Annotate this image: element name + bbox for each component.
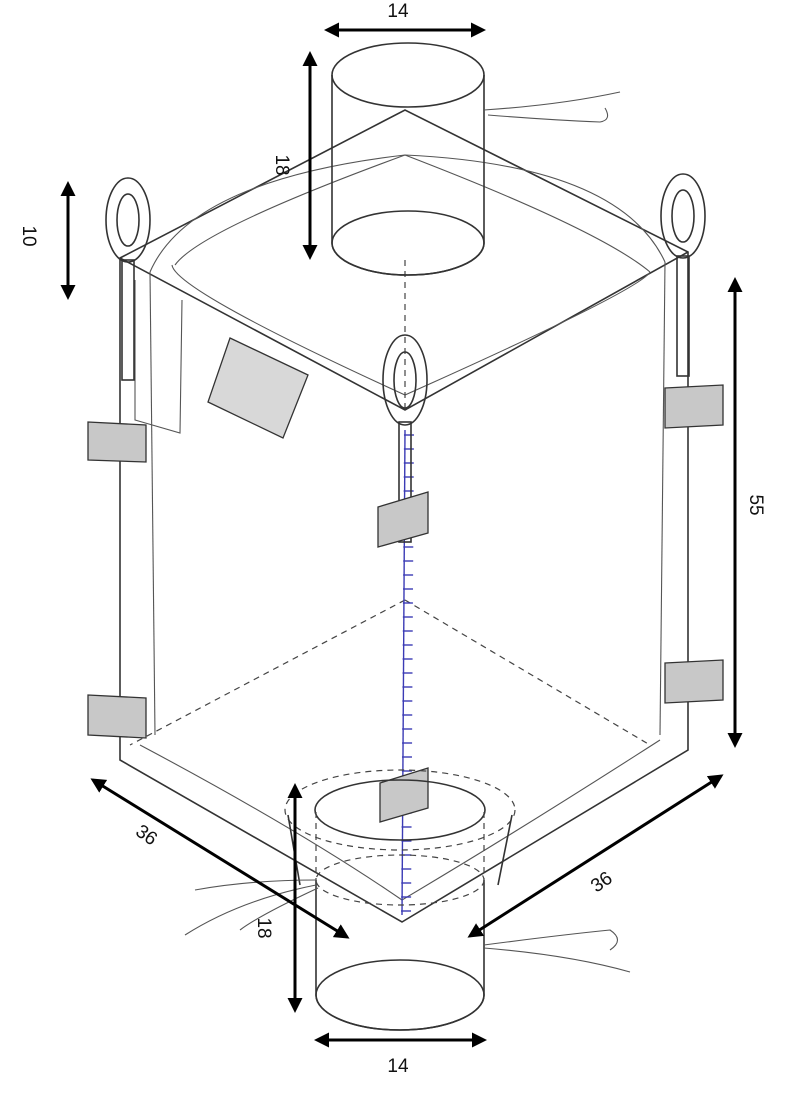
loop-height-label: 10	[18, 225, 39, 246]
lifting-loop-center	[382, 334, 428, 543]
bottom-spout-tie-right	[483, 929, 631, 973]
top-spout-tie	[483, 91, 621, 123]
lifting-loop-left	[105, 177, 151, 381]
bottom-spout-height-label: 18	[253, 917, 274, 938]
body-height-label: 55	[745, 494, 766, 515]
dimension-arrows	[60, 22, 743, 1048]
bottom-spout-diameter-label: 14	[387, 1056, 409, 1077]
top-spout-height-label: 18	[271, 154, 292, 175]
base-width-right-label: 36	[587, 868, 616, 897]
belt-tabs	[87, 384, 724, 823]
top-filling-spout	[331, 42, 621, 276]
lifting-loop-right	[660, 173, 706, 377]
base-width-left-label: 36	[131, 821, 160, 850]
top-spout-diameter-label: 14	[387, 1, 409, 22]
document-pocket	[207, 337, 309, 439]
